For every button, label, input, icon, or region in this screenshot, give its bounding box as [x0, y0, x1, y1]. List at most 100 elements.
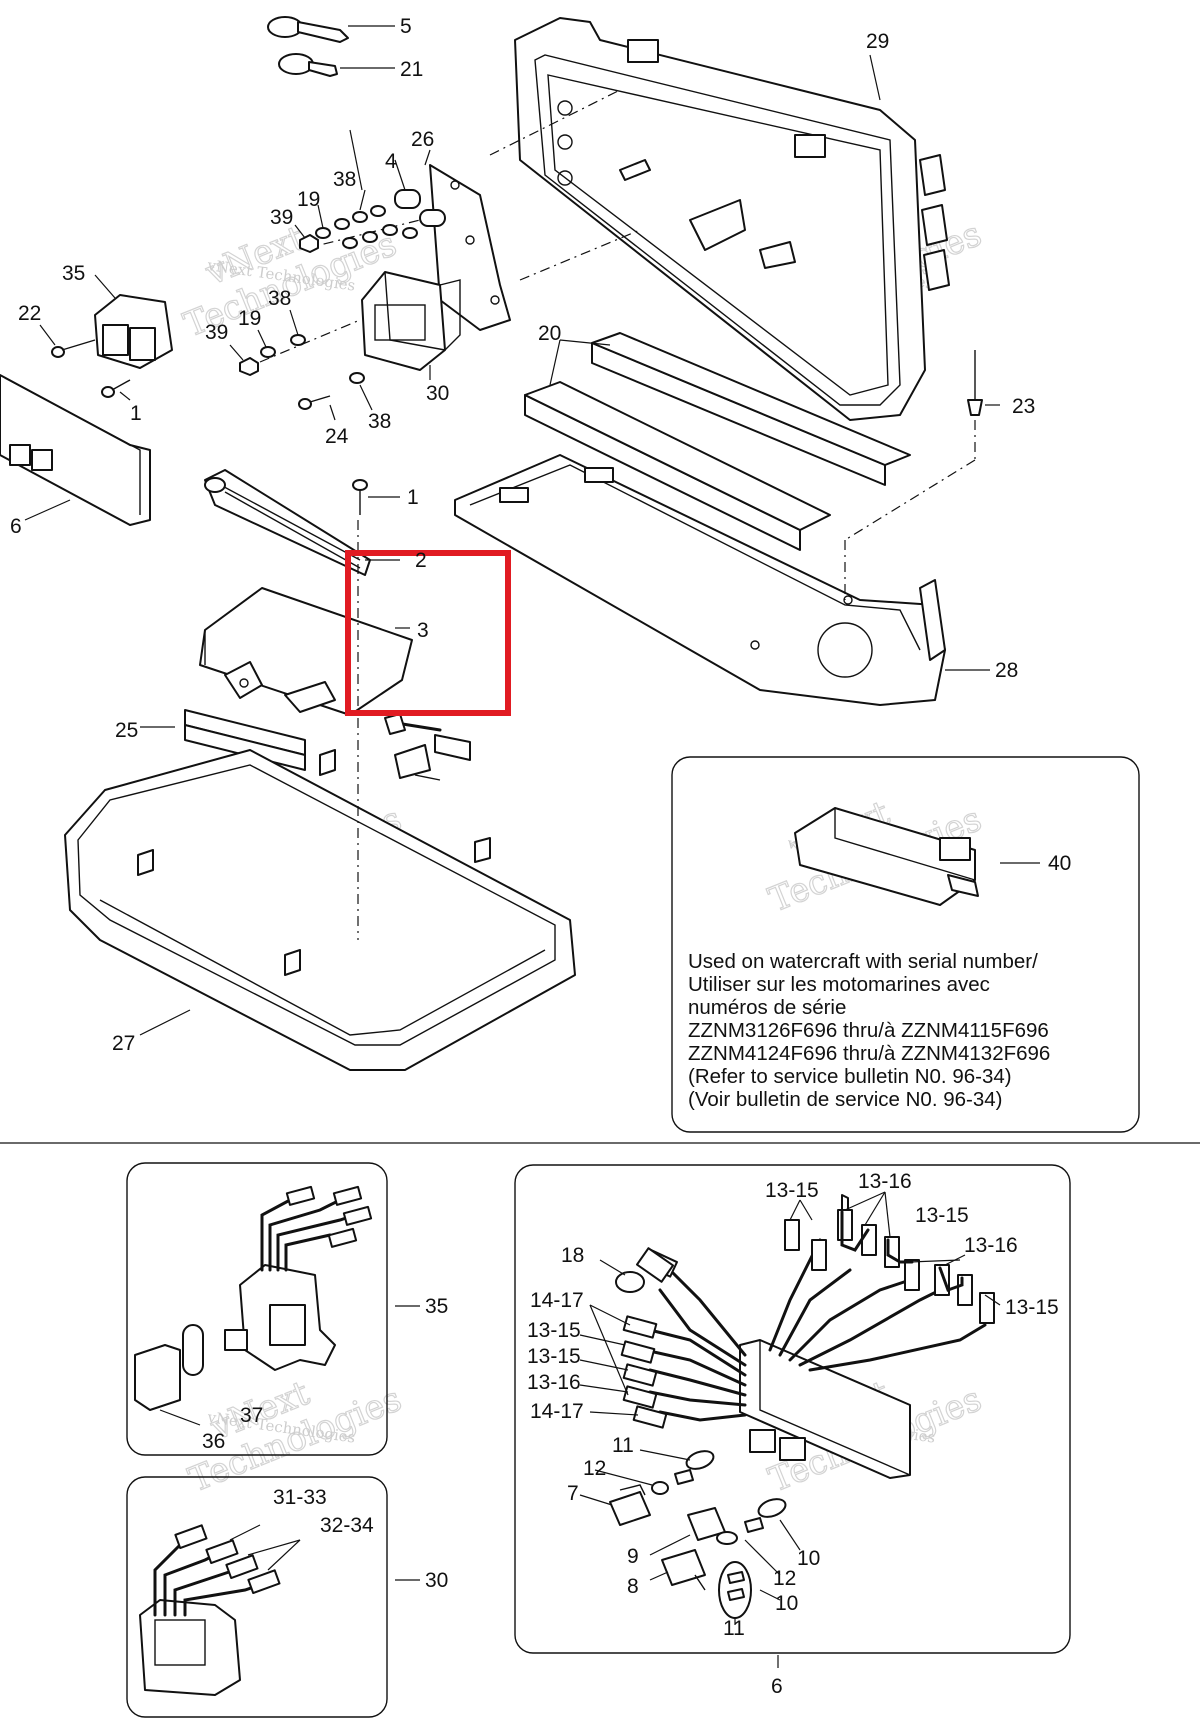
- callout-38[interactable]: 38: [333, 168, 356, 191]
- callout-3[interactable]: 3: [417, 619, 429, 642]
- cable-tie-21[interactable]: [278, 53, 395, 77]
- callout-36[interactable]: 36: [202, 1430, 225, 1453]
- callout-13-16[interactable]: 13-16: [527, 1371, 581, 1394]
- screw-24[interactable]: [298, 395, 331, 410]
- callout-21[interactable]: 21: [400, 58, 423, 81]
- lock-washer-19[interactable]: [315, 227, 331, 239]
- seal-11[interactable]: [684, 1448, 788, 1521]
- module-35-detail[interactable]: [224, 1185, 420, 1371]
- callout-7[interactable]: 7: [567, 1482, 579, 1505]
- assembly-line: [519, 229, 641, 281]
- callout-20[interactable]: 20: [538, 322, 561, 345]
- circuit-board-6-detail[interactable]: [739, 1339, 911, 1479]
- callout-6[interactable]: 6: [10, 515, 22, 538]
- highlight-box: [345, 550, 511, 716]
- nut-39[interactable]: [299, 234, 319, 253]
- callout-14-17[interactable]: 14-17: [530, 1289, 584, 1312]
- screw-1-upper[interactable]: [101, 379, 131, 398]
- callout-18[interactable]: 18: [561, 1244, 584, 1267]
- nut-39-lower[interactable]: [239, 357, 259, 376]
- note-line-2: Utiliser sur les motomarines avec: [688, 973, 990, 996]
- callout-30[interactable]: 30: [426, 382, 449, 405]
- callout-24[interactable]: 24: [325, 425, 349, 448]
- spacer-4[interactable]: [394, 189, 446, 227]
- cable-tie-5[interactable]: [267, 16, 395, 43]
- callout-40[interactable]: 40: [1048, 852, 1071, 875]
- callout-12[interactable]: 12: [583, 1457, 606, 1480]
- callout-13-15[interactable]: 13-15: [1005, 1296, 1059, 1319]
- callout-26[interactable]: 26: [411, 128, 434, 151]
- detail-panel-30: 31-33 32-34 30: [126, 1476, 448, 1718]
- pad-20[interactable]: [524, 332, 911, 551]
- callout-12[interactable]: 12: [773, 1567, 796, 1590]
- rectifier-30-detail[interactable]: [139, 1524, 420, 1696]
- module-40[interactable]: [794, 807, 1040, 906]
- callout-13-15[interactable]: 13-15: [527, 1345, 581, 1368]
- washer-group-38[interactable]: [334, 205, 418, 249]
- callout-13-15[interactable]: 13-15: [765, 1179, 819, 1202]
- callout-6[interactable]: 6: [771, 1675, 783, 1698]
- connector-12[interactable]: [651, 1469, 694, 1495]
- terminal-10[interactable]: [716, 1517, 764, 1619]
- screw-23[interactable]: [967, 350, 1000, 416]
- module-35[interactable]: [94, 274, 173, 369]
- callout-35[interactable]: 35: [425, 1295, 448, 1318]
- tray-27[interactable]: [64, 749, 576, 1071]
- callout-38[interactable]: 38: [268, 287, 291, 310]
- cover-28[interactable]: [454, 454, 990, 706]
- callout-27[interactable]: 27: [112, 1032, 135, 1055]
- note-line-3: numéros de série: [688, 996, 846, 1019]
- callout-9[interactable]: 9: [627, 1545, 639, 1568]
- callout-35[interactable]: 35: [62, 262, 85, 285]
- callout-22[interactable]: 22: [18, 302, 41, 325]
- connector-housing-7[interactable]: [609, 1484, 651, 1526]
- callout-10[interactable]: 10: [797, 1547, 820, 1570]
- lock-washer-19-lower[interactable]: [260, 346, 276, 358]
- callout-37[interactable]: 37: [240, 1404, 263, 1427]
- screw-1-middle[interactable]: [352, 479, 400, 515]
- note-line-6: (Refer to service bulletin N0. 96-34): [688, 1065, 1012, 1088]
- callout-4[interactable]: 4: [385, 150, 397, 173]
- callout-23[interactable]: 23: [1012, 395, 1035, 418]
- rail-25[interactable]: [140, 709, 306, 771]
- callout-13-15[interactable]: 13-15: [527, 1319, 581, 1342]
- callout-28[interactable]: 28: [995, 659, 1018, 682]
- callout-38[interactable]: 38: [368, 410, 391, 433]
- connector-8[interactable]: [661, 1549, 706, 1591]
- callout-11[interactable]: 11: [612, 1434, 634, 1457]
- callout-1[interactable]: 1: [130, 402, 142, 425]
- callout-39[interactable]: 39: [270, 206, 293, 229]
- callout-11[interactable]: 11: [723, 1617, 745, 1640]
- callout-30[interactable]: 30: [425, 1569, 448, 1592]
- callouts-top: 5 21 29 26 4 38 19 39 35 22 38 19 39 30 …: [10, 15, 1035, 1055]
- detail-panel-6: 13-15 13-16 13-15 13-16 13-15 18 14-17 1…: [514, 1164, 1071, 1668]
- callout-13-15[interactable]: 13-15: [915, 1204, 969, 1227]
- electrical-box-housing[interactable]: [514, 17, 950, 421]
- connector-harness-3[interactable]: [384, 713, 471, 781]
- assembly-line: [259, 319, 361, 363]
- rectifier-30[interactable]: [361, 271, 461, 380]
- callout-19[interactable]: 19: [297, 188, 320, 211]
- callout-39[interactable]: 39: [205, 321, 228, 344]
- callout-14-17[interactable]: 14-17: [530, 1400, 584, 1423]
- callout-32-34[interactable]: 32-34: [320, 1514, 374, 1537]
- connector-37[interactable]: [182, 1324, 204, 1376]
- callout-29[interactable]: 29: [866, 30, 889, 53]
- bracket-2[interactable]: [204, 469, 371, 576]
- callout-2[interactable]: 2: [415, 549, 427, 572]
- connector-cover-36[interactable]: [134, 1344, 201, 1426]
- callout-10[interactable]: 10: [775, 1592, 798, 1615]
- callout-25[interactable]: 25: [115, 719, 138, 742]
- callout-13-16[interactable]: 13-16: [964, 1234, 1018, 1257]
- washer-38-bottom[interactable]: [349, 372, 365, 384]
- callout-8[interactable]: 8: [627, 1575, 639, 1598]
- callout-31-33[interactable]: 31-33: [273, 1486, 327, 1509]
- circuit-board-6[interactable]: [0, 374, 151, 526]
- callout-5[interactable]: 5: [400, 15, 412, 38]
- callout-1[interactable]: 1: [407, 486, 419, 509]
- callout-13-16[interactable]: 13-16: [858, 1170, 912, 1193]
- screw-22[interactable]: [51, 339, 96, 358]
- callout-19[interactable]: 19: [238, 307, 261, 330]
- module-3[interactable]: [199, 587, 413, 716]
